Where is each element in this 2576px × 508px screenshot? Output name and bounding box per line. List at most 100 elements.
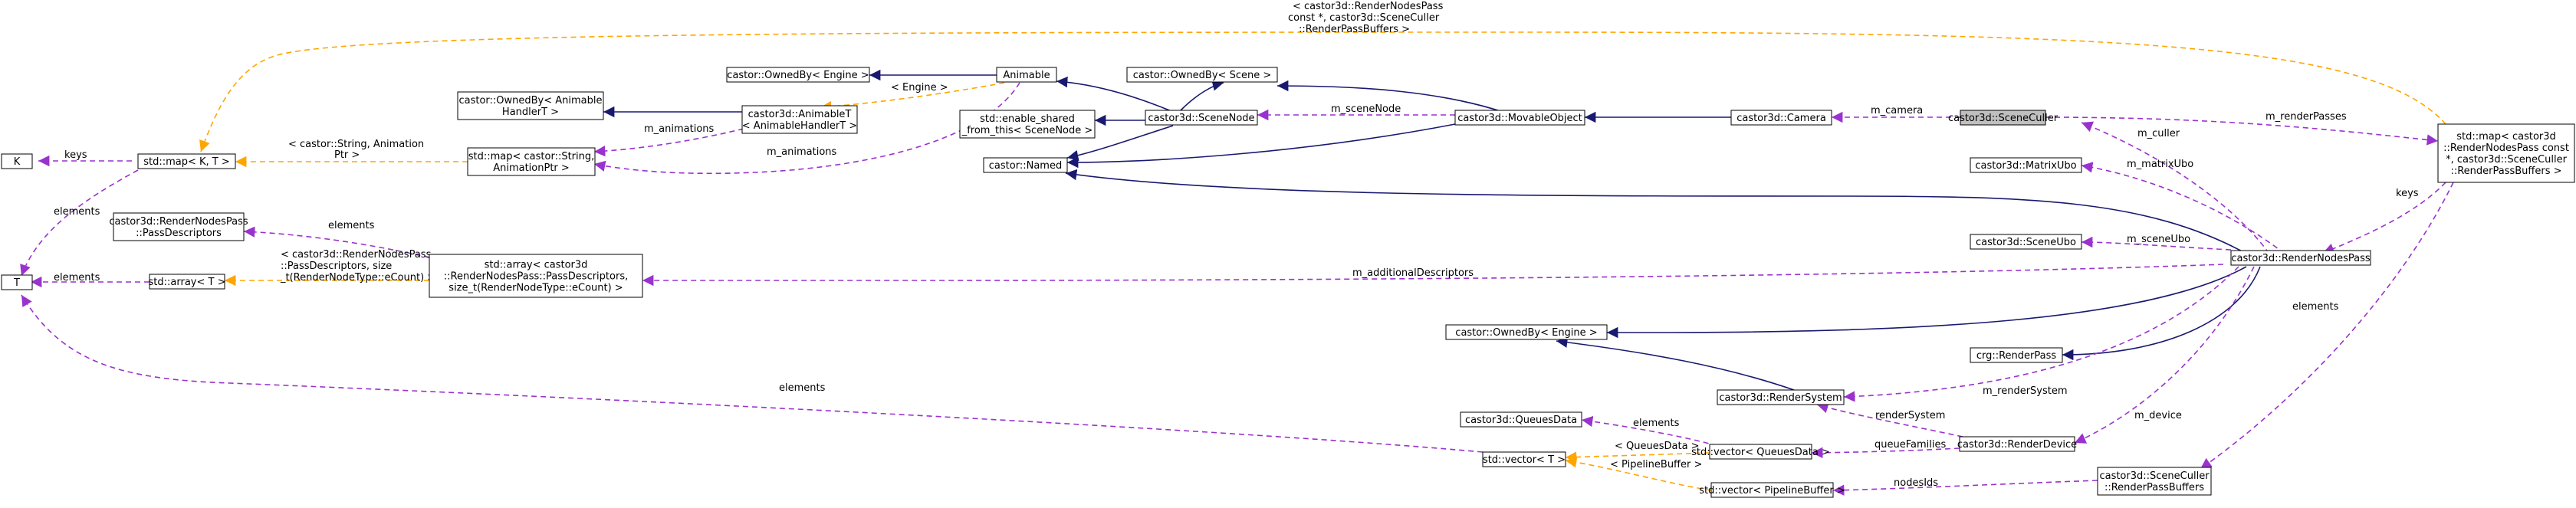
edge-movableobject-to-named [1066,123,1456,169]
node-label-line: castor3d::RenderSystem [1719,392,1842,404]
node-label-line: crg::RenderPass [1976,350,2057,362]
node-label-line: std::map< castor3d [2456,131,2556,143]
node-vector-pipeline[interactable]: std::vector< PipelineBuffer > [1699,482,1845,498]
node-scene-culler[interactable]: castor3d::SceneCuller [1948,110,2058,126]
node-render-nodes-pass[interactable]: castor3d::RenderNodesPass [2230,250,2371,266]
label-map-string-anim-1: < castor::String, Animation [288,139,424,150]
node-box [2437,123,2575,183]
node-movable-object[interactable]: castor3d::MovableObject [1454,110,1585,126]
node-queues-data[interactable]: castor3d::QueuesData [1460,411,1582,428]
node-label-line: castor3d::RenderNodesPass [109,216,248,228]
edge-vector-queues-to-vector-t [1565,451,1710,463]
node-box [1970,234,2082,250]
node-box [457,91,604,120]
node-t[interactable]: T [1,274,33,290]
edge-t-to-map-kt [20,169,139,277]
label-m-animations-2: m_animations [767,146,837,158]
node-label-line: castor3d::QueuesData [1465,415,1577,426]
node-box [983,157,1068,173]
label-nodes-ids: nodesIds [1894,477,1938,489]
edge-vector-pipeline-to-vector-t [1565,457,1712,491]
edge-scenenode-to-ownedby-scene [1180,80,1224,111]
node-vector-queues[interactable]: std::vector< QueuesData > [1691,444,1830,460]
label-elements-array: elements [54,272,100,283]
node-box [149,274,225,290]
edge-scenenode-to-animable [1056,76,1174,113]
node-named[interactable]: castor::Named [983,157,1068,173]
node-camera[interactable]: castor3d::Camera [1730,110,1832,126]
node-render-system[interactable]: castor3d::RenderSystem [1717,389,1845,405]
node-box [1960,110,2046,126]
node-pass-descriptors[interactable]: castor3d::RenderNodesPass::PassDescripto… [109,212,248,241]
label-m-scene-node: m_sceneNode [1331,103,1401,115]
node-label-line: _from_this< SceneNode > [961,125,1093,136]
node-label-line: castor3d::SceneCuller [1948,113,2058,124]
node-k[interactable]: K [1,153,33,169]
node-box [1970,157,2082,173]
node-map-kt[interactable]: std::map< K, T > [137,153,236,169]
node-label-line: castor3d::Camera [1737,113,1826,124]
node-map-animation[interactable]: std::map< castor::String,AnimationPtr > [467,147,596,176]
node-box [1126,67,1278,83]
node-label-line: castor3d::SceneCuller [2099,470,2210,482]
node-label-line: std::vector< QueuesData > [1691,447,1830,458]
node-label-line: castor3d::MovableObject [1457,113,1582,124]
node-label-line: castor3d::RenderDevice [1957,439,2077,451]
node-owned-by-animable[interactable]: castor::OwnedBy< AnimableHandlerT > [457,91,604,120]
node-label-line: castor::Named [989,160,1062,172]
label-elements-map: elements [54,206,100,218]
node-box [2097,467,2212,496]
node-owned-by-scene[interactable]: castor::OwnedBy< Scene > [1126,67,1278,83]
node-render-device[interactable]: castor3d::RenderDevice [1957,436,2077,452]
edge-rendernodespass-to-rendersystem [1843,266,2239,402]
node-label-line: HandlerT > [502,107,559,118]
label-m-device: m_device [2134,410,2182,421]
node-label-line: castor::OwnedBy< Engine > [727,70,869,81]
node-scene-ubo[interactable]: castor3d::SceneUbo [1970,234,2082,250]
node-box [467,147,596,176]
node-label-line: std::array< castor3d [485,260,588,271]
node-matrix-ubo[interactable]: castor3d::MatrixUbo [1970,157,2082,173]
label-m-matrix-ubo: m_matrixUbo [2127,159,2193,170]
node-animable[interactable]: Animable [996,67,1057,83]
node-box [1,153,33,169]
node-label-line: ::RenderPassBuffers [2104,482,2204,493]
node-box [1717,389,1845,405]
node-enable-shared[interactable]: std::enable_shared_from_this< SceneNode … [959,110,1096,139]
node-label-line: castor3d::SceneUbo [1976,237,2076,248]
node-render-pass-buffers[interactable]: castor3d::SceneCuller::RenderPassBuffers [2097,467,2212,496]
label-array-templ-1: < castor3d::RenderNodesPass [281,249,432,261]
node-box [1,274,33,290]
node-owned-by-engine-mid[interactable]: castor::OwnedBy< Engine > [1445,324,1608,340]
node-label-line: ::RenderNodesPass const [2443,143,2569,154]
node-box [1145,110,1258,126]
node-render-pass[interactable]: crg::RenderPass [1970,347,2063,363]
label-queue-families: queueFamilies [1875,439,1946,451]
node-map-render-passes[interactable]: std::map< castor3d::RenderNodesPass cons… [2437,123,2575,183]
label-map-top-3: ::RenderPassBuffers > [1299,24,1410,35]
edge-array-pass-to-pass-descriptors [243,226,430,258]
node-animable-t[interactable]: castor3d::AnimableT< AnimableHandlerT > [741,105,858,134]
node-label-line: ::PassDescriptors [136,228,222,239]
node-vector-t[interactable]: std::vector< T > [1482,451,1566,467]
node-array-pass[interactable]: std::array< castor3d::RenderNodesPass::P… [429,254,643,298]
label-pipeline-templ: < PipelineBuffer > [1610,459,1702,470]
label-engine: < Engine > [891,82,948,93]
edge-renderdevice-to-vector-queues [1811,447,1960,459]
node-label-line: AnimationPtr > [493,162,570,174]
edge-map-render-passes-to-map-kt [199,31,2446,152]
node-array-t[interactable]: std::array< T > [149,274,226,290]
node-label-line: size_t(RenderNodeType::eCount) > [449,283,623,294]
label-queues-data-templ: < QueuesData > [1615,441,1700,452]
node-label-line: *, castor3d::SceneCuller [2446,154,2568,166]
node-label-line: castor::OwnedBy< Scene > [1133,70,1271,81]
node-box [2230,250,2371,266]
node-scene-node[interactable]: castor3d::SceneNode [1145,110,1258,126]
node-owned-by-engine-top[interactable]: castor::OwnedBy< Engine > [726,67,870,83]
label-elements-pass: elements [328,220,375,231]
label-elements-queues: elements [1633,418,1680,429]
label-elements-rpb: elements [2292,301,2339,313]
node-box [429,254,643,298]
node-label-line: < AnimableHandlerT > [742,120,857,132]
